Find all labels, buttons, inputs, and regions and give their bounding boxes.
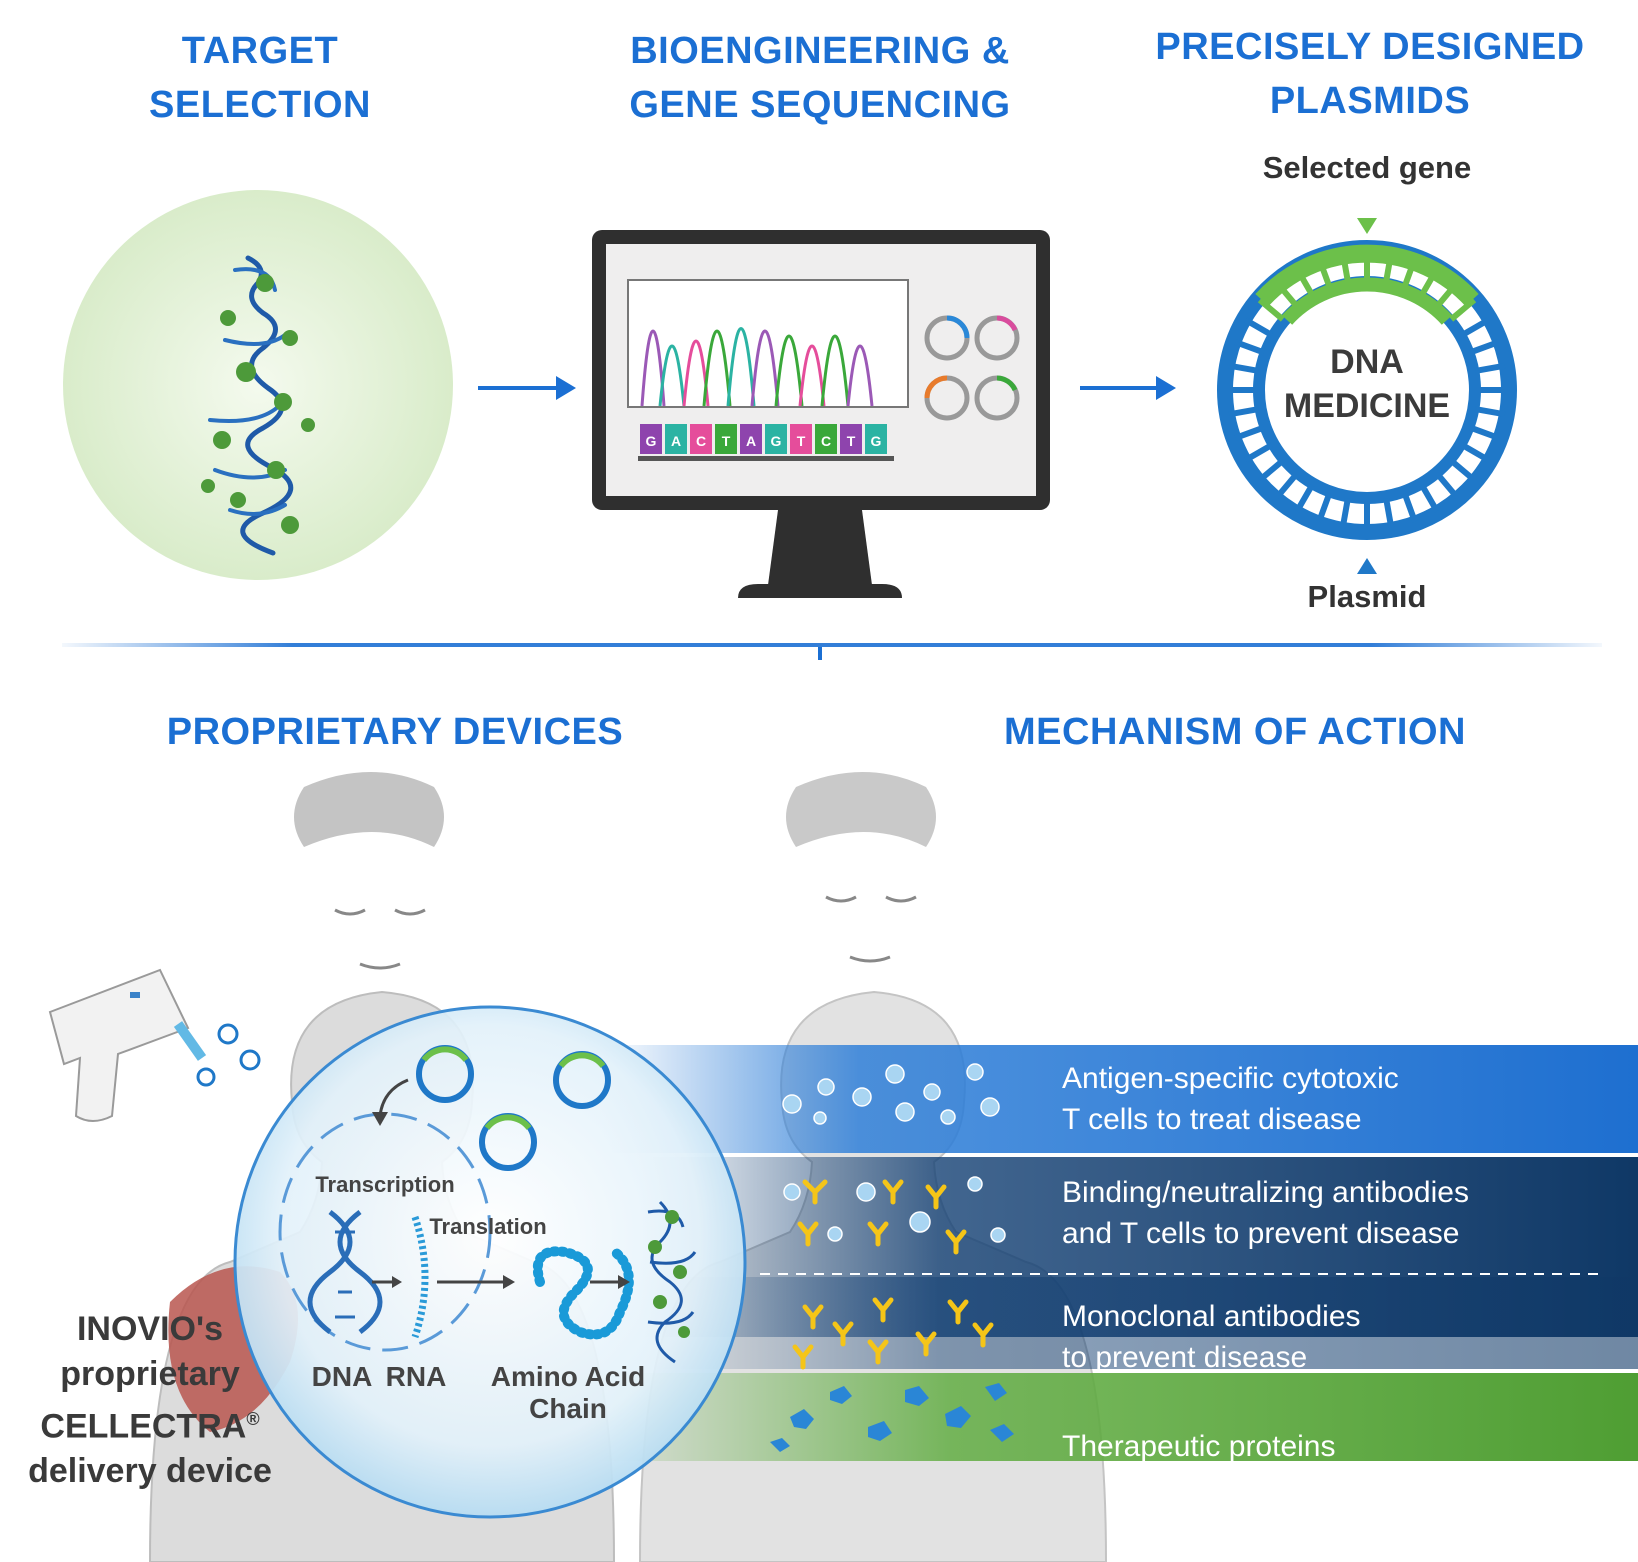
plasmid-rung [1228, 406, 1260, 418]
svg-text:G: G [646, 433, 657, 449]
selected-gene-marker-icon [1357, 218, 1377, 234]
plasmid-rung [1234, 339, 1265, 356]
dna-helix-icon [307, 1210, 383, 1334]
plasmid-rung [1469, 339, 1500, 356]
chromatogram [640, 327, 874, 407]
plasmid-rung [1339, 497, 1351, 529]
antibodies-icon [797, 1179, 967, 1255]
svg-text:C: C [696, 433, 706, 449]
plasmid-rung [1401, 492, 1418, 523]
plasmid-rung [1474, 362, 1506, 374]
svg-text:T: T [847, 433, 856, 449]
bottom-graphics: Transcription Translation DNA RNA Amino … [48, 772, 1638, 1562]
arrow-down-icon [818, 647, 822, 660]
sequence-letter: A [665, 424, 687, 454]
plasmid-rung [1316, 492, 1333, 523]
plasmid-rung [1460, 317, 1490, 338]
sequence-letter: G [640, 424, 662, 454]
sequence-letter: G [865, 424, 887, 454]
cellectra-device-icon [48, 968, 207, 1122]
protein-structure-icon [201, 255, 315, 556]
target-protein-circle [63, 190, 453, 580]
heading-proprietary-devices: PROPRIETARY DEVICES [166, 711, 624, 753]
arrow-right-icon [478, 376, 576, 400]
translation-label: Translation [429, 1214, 546, 1239]
arrow-right-icon [1080, 376, 1176, 400]
plasmid-ring-icon [1217, 218, 1517, 574]
therapeutic-proteins-icon [770, 1383, 1014, 1452]
heading-plasmids: PRECISELY DESIGNED PLASMIDS [1155, 26, 1585, 122]
svg-text:G: G [771, 433, 782, 449]
plasmid-rung [1274, 472, 1299, 500]
antibodies-icon [792, 1297, 994, 1370]
outcome-proteins-text: Therapeutic proteins [1062, 1430, 1336, 1463]
plasmid-rung [1419, 483, 1440, 513]
selected-gene-label: Selected gene [1262, 150, 1472, 185]
amino-acid-chain-icon [532, 1246, 634, 1340]
nucleus-outline [278, 1112, 492, 1352]
process-bubble [233, 1005, 747, 1519]
svg-text:T: T [722, 433, 731, 449]
plasmid-rung [1228, 362, 1260, 374]
sequence-letter: T [715, 424, 737, 454]
outcome-tcells-text: Antigen-specific cytotoxic T cells to tr… [1062, 1062, 1399, 1136]
plasmid-thumbnails [924, 315, 1020, 421]
heading-bioengineering: BIOENGINEERING & GENE SEQUENCING [629, 30, 1011, 126]
sequence-letter: T [840, 424, 862, 454]
rna-label: RNA [386, 1361, 447, 1392]
plasmid-icon [416, 1045, 611, 1171]
dna-medicine-label: DNA MEDICINE [1283, 343, 1451, 425]
rna-strand-icon [411, 1215, 429, 1339]
plasmid-rung [1244, 317, 1274, 338]
plasmid-rung [1383, 497, 1395, 529]
plasmid-rung [1257, 297, 1285, 322]
svg-text:A: A [746, 433, 756, 449]
plasmid-label: Plasmid [1307, 579, 1427, 614]
sequence-letter: C [690, 424, 712, 454]
plasmid-rung [1257, 458, 1285, 483]
plasmid-rung [1244, 442, 1274, 463]
svg-text:G: G [871, 433, 882, 449]
device-caption: INOVIO's proprietary CELLECTRA® delivery… [28, 1310, 272, 1491]
section-divider [62, 643, 1602, 647]
heading-mechanism-of-action: MECHANISM OF ACTION [1004, 711, 1466, 753]
injected-plasmids-icon [196, 1023, 261, 1087]
plasmid-marker-icon [1357, 558, 1377, 574]
amino-acid-label-line1: Amino Acid [491, 1361, 646, 1392]
svg-text:T: T [797, 433, 806, 449]
amino-acid-label-line2: Chain [529, 1393, 607, 1424]
sequence-letter: G [765, 424, 787, 454]
heading-target-selection: TARGET SELECTION [149, 30, 371, 126]
svg-text:C: C [821, 433, 831, 449]
plasmid-rung [1449, 458, 1477, 483]
protein-product-icon [647, 1200, 697, 1364]
svg-text:A: A [671, 433, 681, 449]
sequence-letter: T [790, 424, 812, 454]
plasmid-rung [1474, 406, 1506, 418]
sequence-letter: C [815, 424, 837, 454]
dna-label: DNA [312, 1361, 373, 1392]
band-proteins [580, 1373, 1638, 1461]
plasmid-rung [1469, 424, 1500, 441]
t-cells-icon [783, 1176, 1006, 1243]
sequence-letter: A [740, 424, 762, 454]
plasmid-rung [1449, 297, 1477, 322]
outcome-binding-text: Binding/neutralizing antibodies and T ce… [1062, 1176, 1469, 1250]
plasmid-rung [1460, 442, 1490, 463]
band-tcells [600, 1045, 1638, 1153]
plasmid-rung [1294, 483, 1315, 513]
plasmid-rung [1234, 424, 1265, 441]
plasmid-rung [1435, 472, 1460, 500]
transcription-label: Transcription [315, 1172, 454, 1197]
t-cells-icon [782, 1063, 1000, 1125]
outcome-monoclonal-text: Monoclonal antibodies to prevent disease [1062, 1300, 1361, 1374]
